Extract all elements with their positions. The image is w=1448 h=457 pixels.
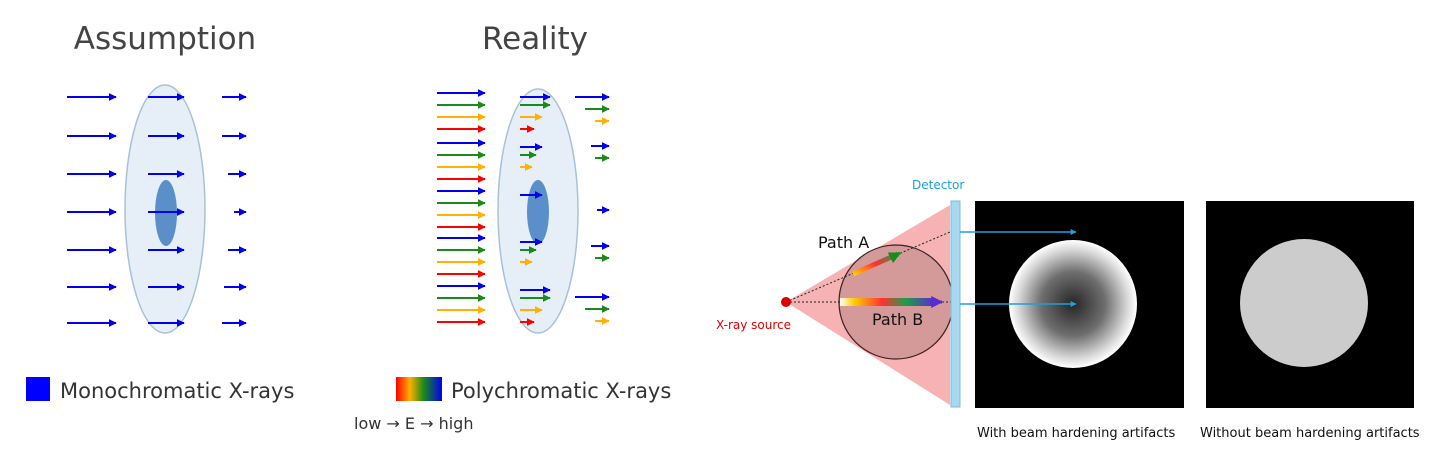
uniform-disk	[1240, 239, 1368, 367]
mono-arrow-group	[67, 93, 247, 327]
poly-legend-swatch	[396, 377, 442, 401]
mono-legend-swatch	[26, 377, 50, 401]
assumption-title: Assumption	[74, 21, 256, 57]
detector-bar	[950, 200, 961, 408]
poly-legend-label: Polychromatic X-rays	[451, 379, 671, 403]
xray-source-label: X-ray source	[716, 318, 791, 332]
poly-arrow-group	[437, 89, 610, 326]
mono-legend-label: Monochromatic X-rays	[60, 379, 294, 403]
path-b-label: Path B	[872, 310, 923, 329]
detector-label: Detector	[912, 178, 964, 192]
reality-title: Reality	[482, 21, 588, 57]
path-a-label: Path A	[818, 233, 869, 252]
energy-scale-label: low → E → high	[354, 414, 473, 433]
inner-object	[527, 180, 549, 244]
xray-source-dot	[781, 297, 791, 307]
path-a-arrowhead	[887, 251, 902, 264]
caption-with-artifacts: With beam hardening artifacts	[977, 426, 1176, 441]
caption-without-artifacts: Without beam hardening artifacts	[1200, 426, 1420, 441]
path-b-spectrum	[840, 298, 934, 306]
